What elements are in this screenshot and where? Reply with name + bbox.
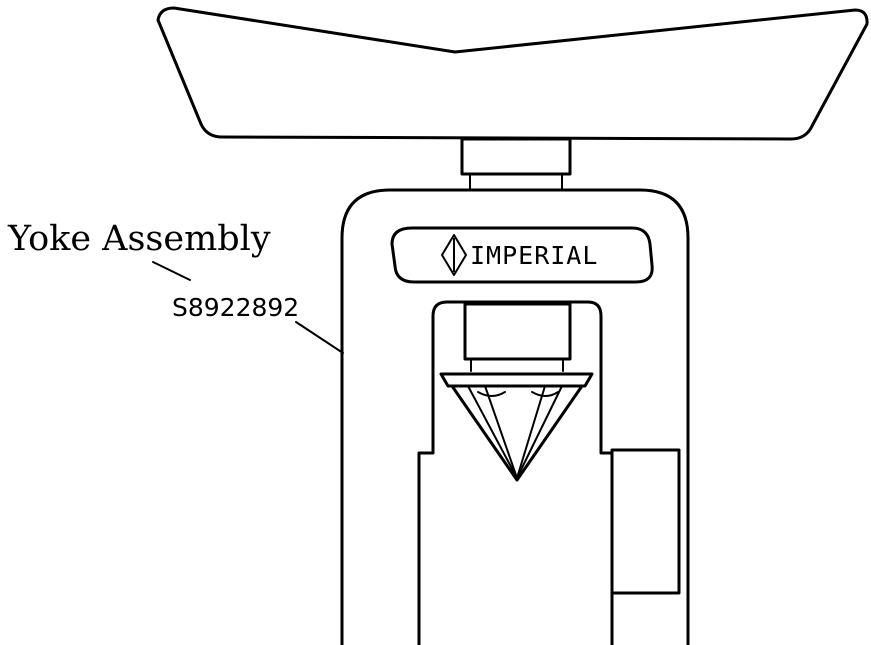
cone-tip: [439, 372, 594, 482]
neck-cylinder: [460, 137, 572, 191]
brand-text: IMPERIAL: [470, 241, 598, 270]
spindle-cylinder: [463, 302, 572, 372]
callout-part-number: S8922892: [172, 293, 299, 322]
side-plate: [610, 448, 681, 595]
callout-leader-short: [152, 261, 191, 281]
callout-title: Yoke Assembly: [7, 219, 271, 259]
diamond-logo-icon: [441, 234, 467, 276]
brand-plate: IMPERIAL: [390, 226, 654, 284]
callout-leader-long: [295, 321, 344, 354]
top-handle-tray: [156, 6, 869, 141]
